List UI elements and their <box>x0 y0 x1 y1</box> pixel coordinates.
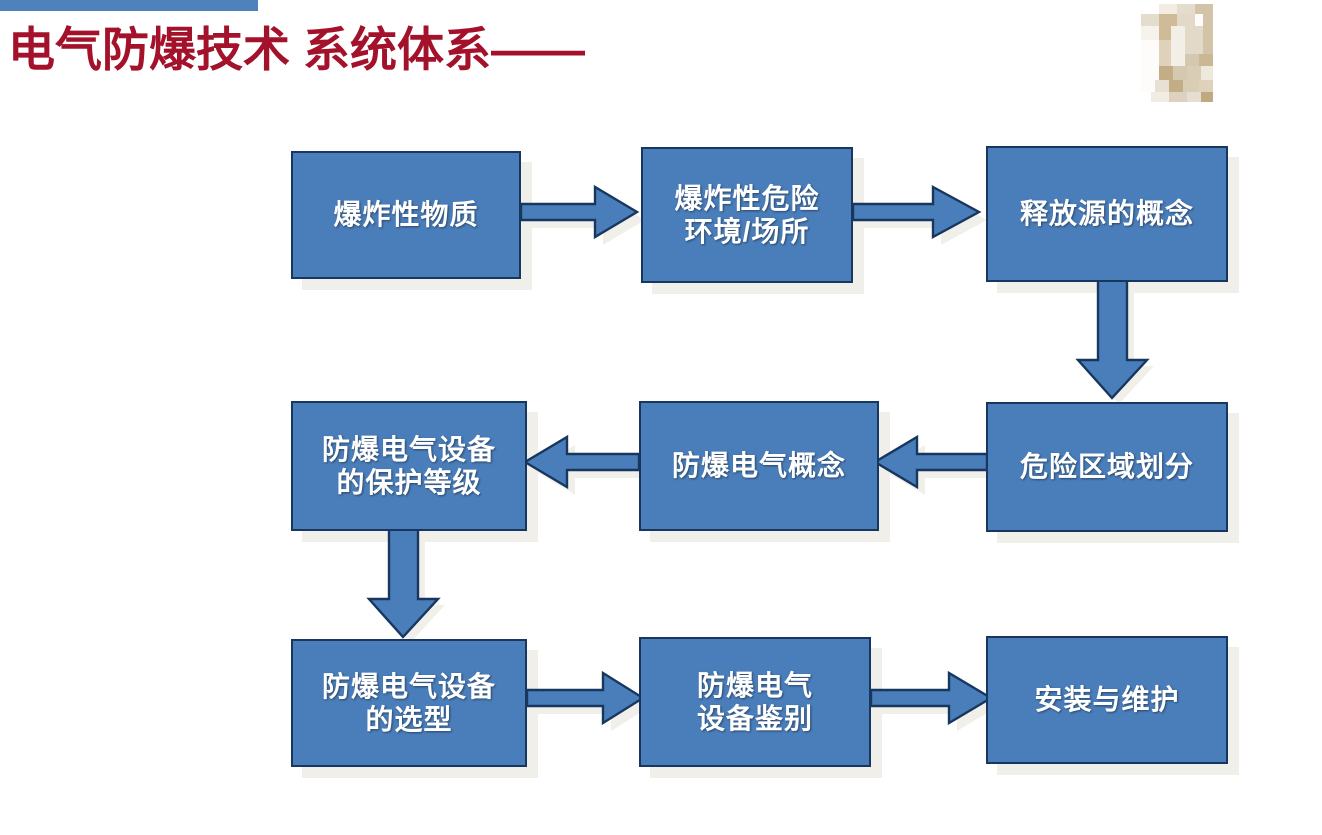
flow-node-label: 安装与维护 <box>1034 684 1180 716</box>
corner-logo-icon <box>1141 4 1213 102</box>
flow-node-label: 防爆电气设备 的选型 <box>321 670 496 735</box>
flow-node-n5[interactable]: 防爆电气概念 <box>639 401 879 531</box>
flow-arrow-n3-n6 <box>1075 278 1154 404</box>
flow-arrow-n1-n2 <box>519 184 645 245</box>
flow-node-n4[interactable]: 防爆电气设备 的保护等级 <box>291 401 527 531</box>
flow-node-n3[interactable]: 释放源的概念 <box>986 146 1228 282</box>
flow-node-n6[interactable]: 危险区域划分 <box>986 402 1228 532</box>
flow-arrow-n4-n7 <box>366 527 445 643</box>
flow-node-label: 爆炸性物质 <box>333 199 479 231</box>
flow-arrow-n8-n9 <box>869 670 999 731</box>
flow-arrow-n6-n5 <box>872 434 995 495</box>
flow-arrow-n7-n8 <box>525 670 651 731</box>
flow-node-label: 爆炸性危险 环境/场所 <box>674 182 820 247</box>
page-title: 电气防爆技术 系统体系—— <box>8 23 586 76</box>
flow-node-label: 释放源的概念 <box>1019 198 1194 230</box>
header-accent-bar <box>0 0 258 11</box>
flow-node-label: 防爆电气 设备鉴别 <box>696 669 813 734</box>
flow-node-n8[interactable]: 防爆电气 设备鉴别 <box>639 637 871 767</box>
flow-node-label: 防爆电气设备 的保护等级 <box>321 433 496 498</box>
flow-node-n9[interactable]: 安装与维护 <box>986 636 1228 764</box>
flow-node-label: 防爆电气概念 <box>671 450 846 482</box>
flow-node-n2[interactable]: 爆炸性危险 环境/场所 <box>641 147 853 283</box>
flow-node-label: 危险区域划分 <box>1019 451 1194 483</box>
flow-arrow-n2-n3 <box>851 184 987 245</box>
flow-arrow-n5-n4 <box>522 434 647 495</box>
flow-node-n1[interactable]: 爆炸性物质 <box>291 151 521 279</box>
flow-node-n7[interactable]: 防爆电气设备 的选型 <box>291 639 527 767</box>
